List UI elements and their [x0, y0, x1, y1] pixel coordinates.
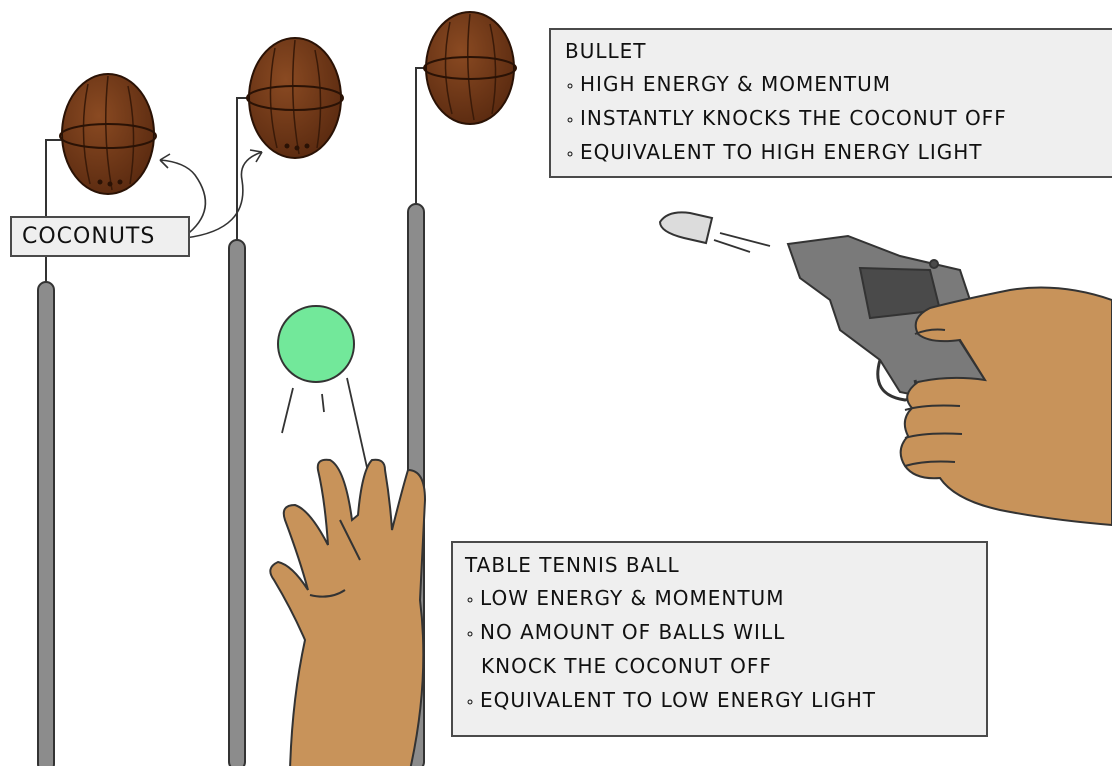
throwing-hand — [269, 458, 427, 766]
tennis-point-3: EQUIVALENT TO LOW ENERGY LIGHT — [465, 684, 986, 718]
coconut-middle — [246, 37, 344, 159]
tennis-point-2-line-2: KNOCK THE COCONUT OFF — [481, 654, 772, 678]
tennis-box-title: TABLE TENNIS BALL — [465, 553, 680, 577]
shooting-hand — [899, 286, 1112, 527]
bullet-box-title: BULLET — [565, 39, 647, 63]
bullet-point-3: EQUIVALENT TO HIGH ENERGY LIGHT — [565, 136, 1112, 170]
coconut-left — [59, 73, 157, 195]
bullet — [658, 211, 771, 253]
coconut-right — [423, 11, 517, 125]
bullet-point-2: INSTANTLY KNOCKS THE COCONUT OFF — [565, 102, 1112, 136]
pole-middle — [228, 97, 252, 766]
coconuts-label: COCONUTS — [10, 216, 190, 257]
tennis-point-1: LOW ENERGY & MOMENTUM — [465, 582, 986, 616]
tennis-point-2-line-1: NO AMOUNT OF BALLS WILL — [465, 616, 986, 650]
table-tennis-ball — [277, 305, 373, 491]
pole-left — [37, 139, 62, 766]
bullet-point-1: HIGH ENERGY & MOMENTUM — [565, 68, 1112, 102]
bullet-info-box: BULLET HIGH ENERGY & MOMENTUM INSTANTLY … — [549, 28, 1112, 178]
tennis-ball-info-box: TABLE TENNIS BALL LOW ENERGY & MOMENTUM … — [451, 541, 988, 737]
